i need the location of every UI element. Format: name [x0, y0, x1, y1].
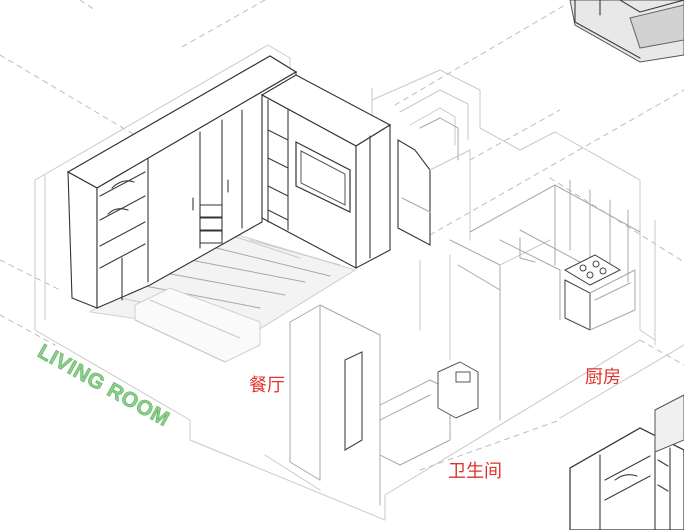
- bathroom-label: 卫生间: [448, 461, 502, 482]
- wardrobe-wall: [66, 55, 298, 309]
- entry-corridor: [397, 117, 471, 246]
- kitchen: [469, 179, 641, 331]
- corner-fragment-top: [569, 0, 684, 63]
- kitchen-label: 厨房: [585, 367, 621, 388]
- outer-walls: [34, 44, 656, 521]
- bathroom: [289, 239, 551, 506]
- sofa: [134, 287, 261, 363]
- dining-room-label: 餐厅: [249, 375, 285, 396]
- corner-fragment-bottom: [559, 344, 684, 530]
- tv-cabinet: [260, 74, 392, 269]
